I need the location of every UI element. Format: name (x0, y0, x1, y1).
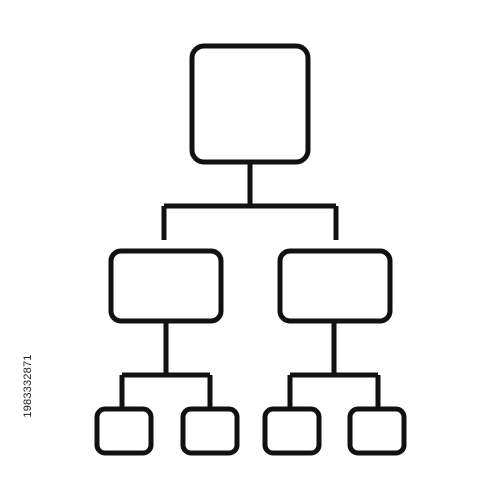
root-node (189, 43, 311, 165)
level2-node-right (277, 248, 393, 324)
diagram-nodes (94, 43, 407, 456)
connector-left-to-leaves (119, 322, 213, 411)
leaf-node-2 (180, 406, 240, 456)
level2-node-left (108, 248, 224, 324)
leaf-node-4 (347, 406, 407, 456)
stock-id-text: 1983332871 (22, 354, 34, 418)
connector-lines (119, 164, 381, 411)
leaf-node-1 (94, 406, 154, 456)
connector-right-to-leaves (287, 322, 381, 411)
leaf-node-3 (262, 406, 322, 456)
connector-root-to-children (161, 164, 339, 240)
